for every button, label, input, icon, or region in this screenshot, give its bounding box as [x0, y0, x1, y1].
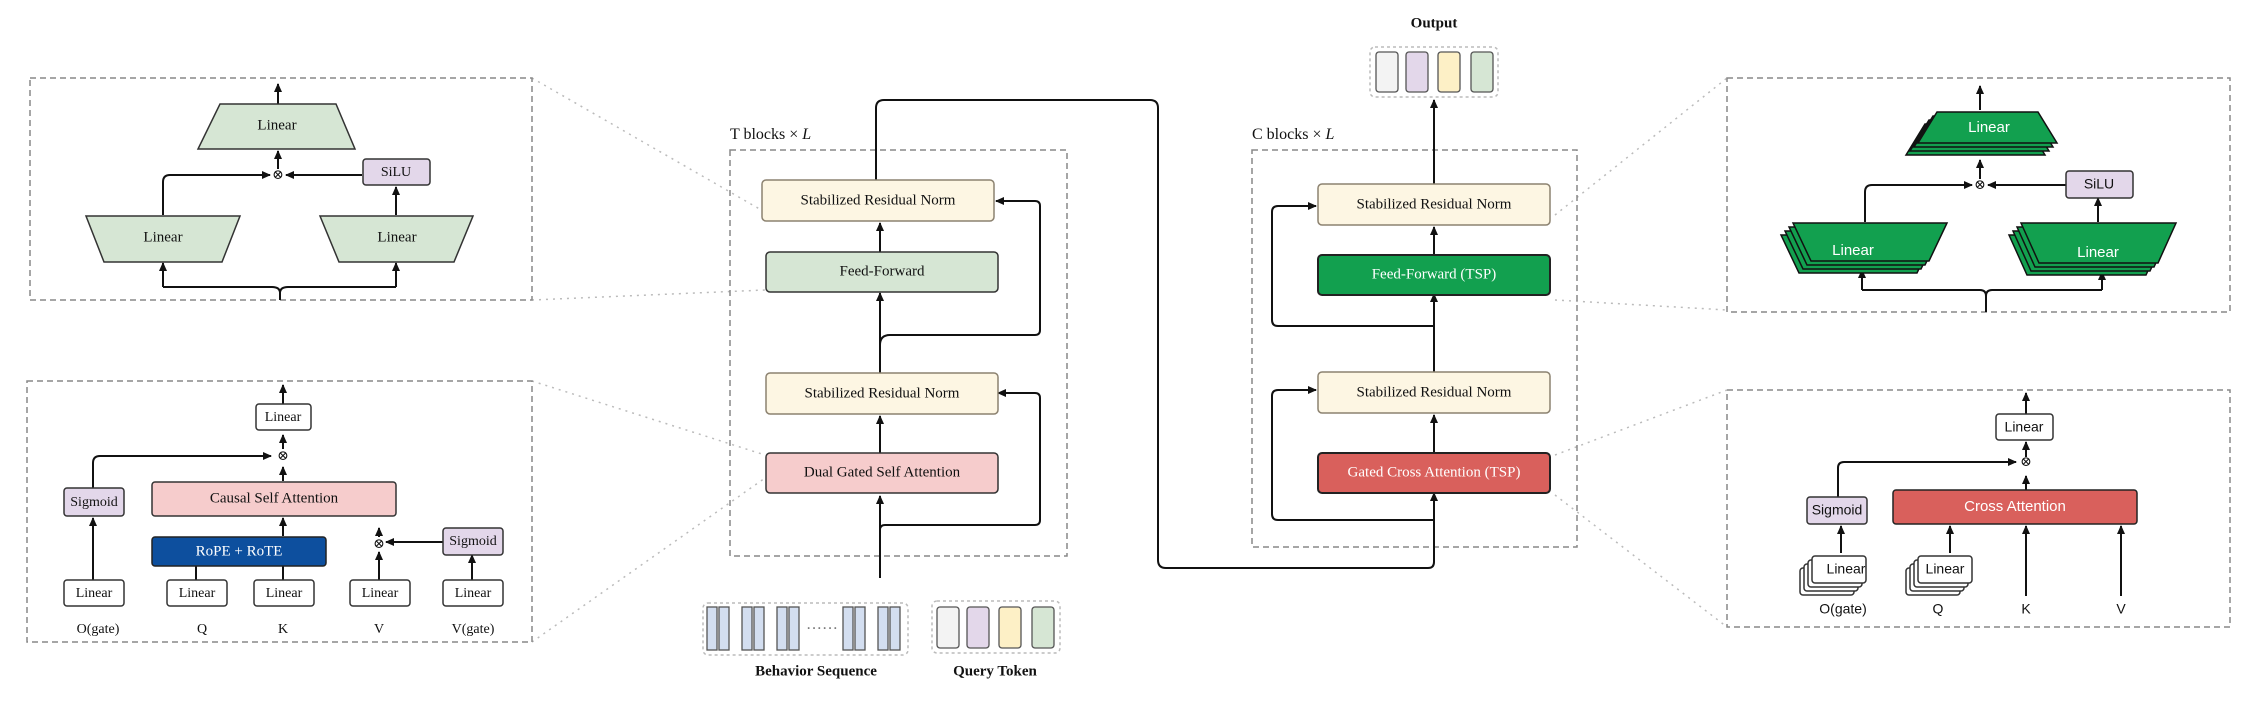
attn-rope	[151, 536, 327, 567]
attn-lin-vg: Linear	[455, 586, 492, 601]
ffn-linear-right	[318, 215, 475, 263]
tsp-linear-right	[2019, 222, 2178, 264]
c-ffn	[1317, 254, 1551, 296]
attn-sigmoid-right-label: Sigmoid	[449, 534, 496, 549]
c-ffn-label: Feed-Forward (TSP)	[1372, 266, 1497, 282]
t-stack-title: T blocks × L	[730, 126, 811, 143]
tsp-linear-left-label: Linear	[1832, 242, 1874, 259]
t-attention	[765, 452, 999, 494]
cross-lbl-q: Q	[1933, 601, 1944, 617]
ffn-linear-left-label: Linear	[143, 229, 182, 245]
attn-mult-v-icon: ⊗	[373, 537, 385, 552]
attn-lin-q: Linear	[179, 586, 216, 601]
ffn-linear-top	[196, 103, 357, 150]
t-norm-top	[761, 179, 995, 222]
tsp-mult-icon: ⊗	[1974, 178, 1986, 193]
attn-linear-out	[255, 403, 312, 431]
tsp-silu	[2065, 170, 2134, 199]
tsp-linear-top	[1916, 111, 2059, 144]
cross-sigmoid	[1806, 496, 1868, 525]
c-attention-label: Gated Cross Attention (TSP)	[1348, 464, 1521, 480]
cross-lin-q: Linear	[1926, 561, 1965, 577]
tsp-ffn-detail: Linear Linear Linear SiLU ⊗	[1779, 85, 2178, 312]
c-stack: C blocks × L Stabilized Residual Norm Fe…	[1252, 99, 1551, 521]
cross-lin-o: Linear	[1827, 561, 1866, 577]
t-norm-bottom	[765, 372, 999, 415]
attn-lbl-k: K	[278, 622, 288, 637]
attn-linear-out-label: Linear	[265, 410, 302, 425]
cross-attention-label: Cross Attention	[1964, 498, 2066, 515]
tsp-silu-label: SiLU	[2084, 176, 2114, 192]
query-label: Query Token	[953, 663, 1037, 679]
query-token: Query Token	[931, 600, 1061, 679]
output-tokens: Output	[1369, 15, 1499, 98]
ffn-detail: Linear Linear Linear SiLU ⊗	[84, 83, 475, 300]
attn-mult-icon: ⊗	[277, 449, 289, 464]
cross-mult-icon: ⊗	[2020, 455, 2032, 470]
c-stack-title: C blocks × L	[1252, 126, 1334, 143]
cross-linear-out-label: Linear	[2005, 419, 2044, 435]
attn-lin-o: Linear	[76, 586, 113, 601]
attention-detail: Linear ⊗ Sigmoid Causal Self Attention R…	[63, 384, 504, 637]
t-attention-label: Dual Gated Self Attention	[804, 464, 961, 480]
c-attention	[1317, 452, 1551, 494]
attn-lin-k: Linear	[266, 586, 303, 601]
tsp-linear-left	[1791, 222, 1949, 262]
behavior-label: Behavior Sequence	[755, 663, 877, 679]
attn-lbl-q: Q	[197, 622, 207, 637]
tsp-linear-top-label: Linear	[1968, 119, 2010, 136]
zoom-connectors	[531, 77, 1728, 643]
c-norm-top-label: Stabilized Residual Norm	[1357, 196, 1512, 212]
attn-lbl-v: V	[374, 622, 384, 637]
cross-linear-out	[1995, 413, 2054, 441]
t-norm-top-label: Stabilized Residual Norm	[801, 192, 956, 208]
ffn-silu-label: SiLU	[381, 165, 411, 180]
group-frames	[26, 77, 2231, 643]
cross-sigmoid-label: Sigmoid	[1812, 502, 1863, 518]
cross-attention-box	[1892, 489, 2138, 525]
ffn-linear-right-label: Linear	[377, 229, 416, 245]
cross-lbl-o: O(gate)	[1819, 601, 1866, 617]
cross-detail: Linear ⊗ Sigmoid Cross Attention Linear …	[1799, 392, 2138, 617]
cross-lbl-v: V	[2116, 601, 2126, 617]
attn-sigmoid-right	[442, 527, 504, 556]
t-ffn	[765, 251, 999, 293]
attn-sigmoid-left	[63, 487, 125, 517]
ffn-linear-top-label: Linear	[257, 117, 296, 133]
attn-lin-v: Linear	[362, 586, 399, 601]
attn-lbl-vg: V(gate)	[452, 622, 495, 637]
behavior-sequence: ······ Behavior Sequence	[702, 602, 909, 679]
behavior-dots: ······	[806, 621, 838, 638]
attn-sigmoid-left-label: Sigmoid	[70, 495, 117, 510]
t-ffn-label: Feed-Forward	[840, 263, 925, 279]
t-stack: T blocks × L Stabilized Residual Norm Fe…	[730, 99, 1438, 578]
t-norm-bottom-label: Stabilized Residual Norm	[805, 385, 960, 401]
attn-rope-label: RoPE + RoTE	[196, 543, 283, 559]
c-norm-bottom-label: Stabilized Residual Norm	[1357, 384, 1512, 400]
attn-causal	[151, 481, 397, 517]
ffn-linear-left	[84, 215, 242, 263]
output-label: Output	[1411, 15, 1458, 31]
cross-lbl-k: K	[2021, 601, 2031, 617]
attn-lbl-o: O(gate)	[77, 622, 120, 637]
attn-causal-label: Causal Self Attention	[210, 490, 339, 506]
ffn-mult-icon: ⊗	[272, 168, 284, 183]
c-norm-top	[1317, 183, 1551, 226]
tsp-linear-right-label: Linear	[2077, 244, 2119, 261]
c-norm-bottom	[1317, 371, 1551, 414]
ffn-silu	[362, 158, 431, 186]
